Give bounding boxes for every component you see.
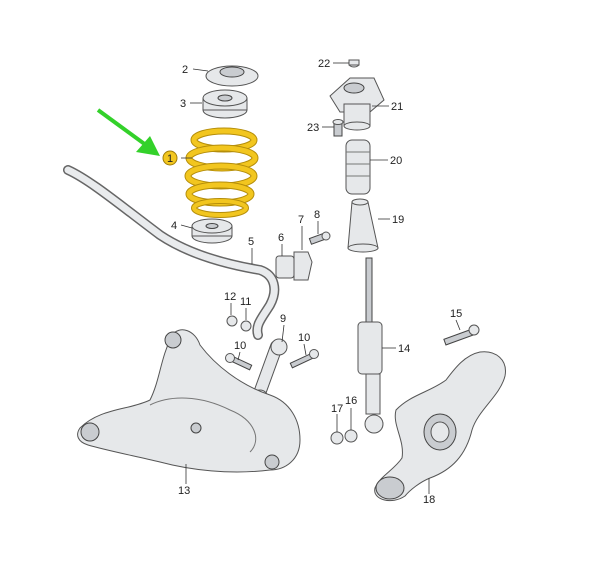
nut-11 bbox=[240, 320, 252, 332]
shock-absorber bbox=[357, 257, 384, 434]
callout-3: 3 bbox=[180, 98, 186, 110]
callout-1-marker bbox=[162, 150, 178, 166]
callout-2: 2 bbox=[182, 64, 188, 76]
bump-stop bbox=[345, 139, 371, 195]
callout-8: 8 bbox=[314, 209, 320, 221]
callout-20: 20 bbox=[390, 155, 402, 167]
bolt-8 bbox=[308, 231, 331, 245]
callout-4: 4 bbox=[171, 220, 177, 232]
upper-spring-seat bbox=[202, 89, 248, 119]
callout-17: 17 bbox=[331, 403, 343, 415]
bolt-10-left bbox=[225, 353, 253, 371]
lower-spring-seat bbox=[191, 218, 233, 244]
shock-top-mount bbox=[329, 77, 385, 131]
bolt-10-right bbox=[289, 349, 319, 369]
bolt-23 bbox=[332, 119, 344, 137]
callout-18: 18 bbox=[423, 494, 435, 506]
coil-spring bbox=[184, 127, 259, 218]
stabilizer-bushing bbox=[275, 251, 313, 281]
leader-lines bbox=[180, 62, 461, 494]
callout-15: 15 bbox=[450, 308, 462, 320]
nut-17 bbox=[330, 431, 344, 445]
stabilizer-bar bbox=[63, 165, 280, 340]
callout-1: 1 bbox=[167, 153, 173, 165]
callout-14: 14 bbox=[398, 343, 410, 355]
nut-22 bbox=[348, 59, 360, 68]
callout-19: 19 bbox=[392, 214, 404, 226]
callout-5: 5 bbox=[248, 236, 254, 248]
coupling-link bbox=[251, 338, 288, 407]
callout-10-left: 10 bbox=[234, 340, 246, 352]
callout-9: 9 bbox=[280, 313, 286, 325]
nut-12 bbox=[226, 315, 238, 327]
wheel-bearing-housing bbox=[374, 351, 506, 502]
callout-10-right: 10 bbox=[298, 332, 310, 344]
lower-control-arm bbox=[77, 329, 301, 473]
callout-16: 16 bbox=[345, 395, 357, 407]
callout-7: 7 bbox=[298, 214, 304, 226]
washer-16 bbox=[344, 429, 358, 443]
callout-21: 21 bbox=[391, 101, 403, 113]
callout-12: 12 bbox=[224, 291, 236, 303]
top-mount bbox=[205, 65, 259, 87]
callout-22: 22 bbox=[318, 58, 330, 70]
bolt-15 bbox=[443, 324, 480, 346]
callout-23: 23 bbox=[307, 122, 319, 134]
protective-cap bbox=[347, 198, 379, 253]
callout-11: 11 bbox=[240, 296, 251, 308]
callout-6: 6 bbox=[278, 232, 284, 244]
callout-13: 13 bbox=[178, 485, 190, 497]
green-arrow-icon bbox=[96, 108, 160, 156]
